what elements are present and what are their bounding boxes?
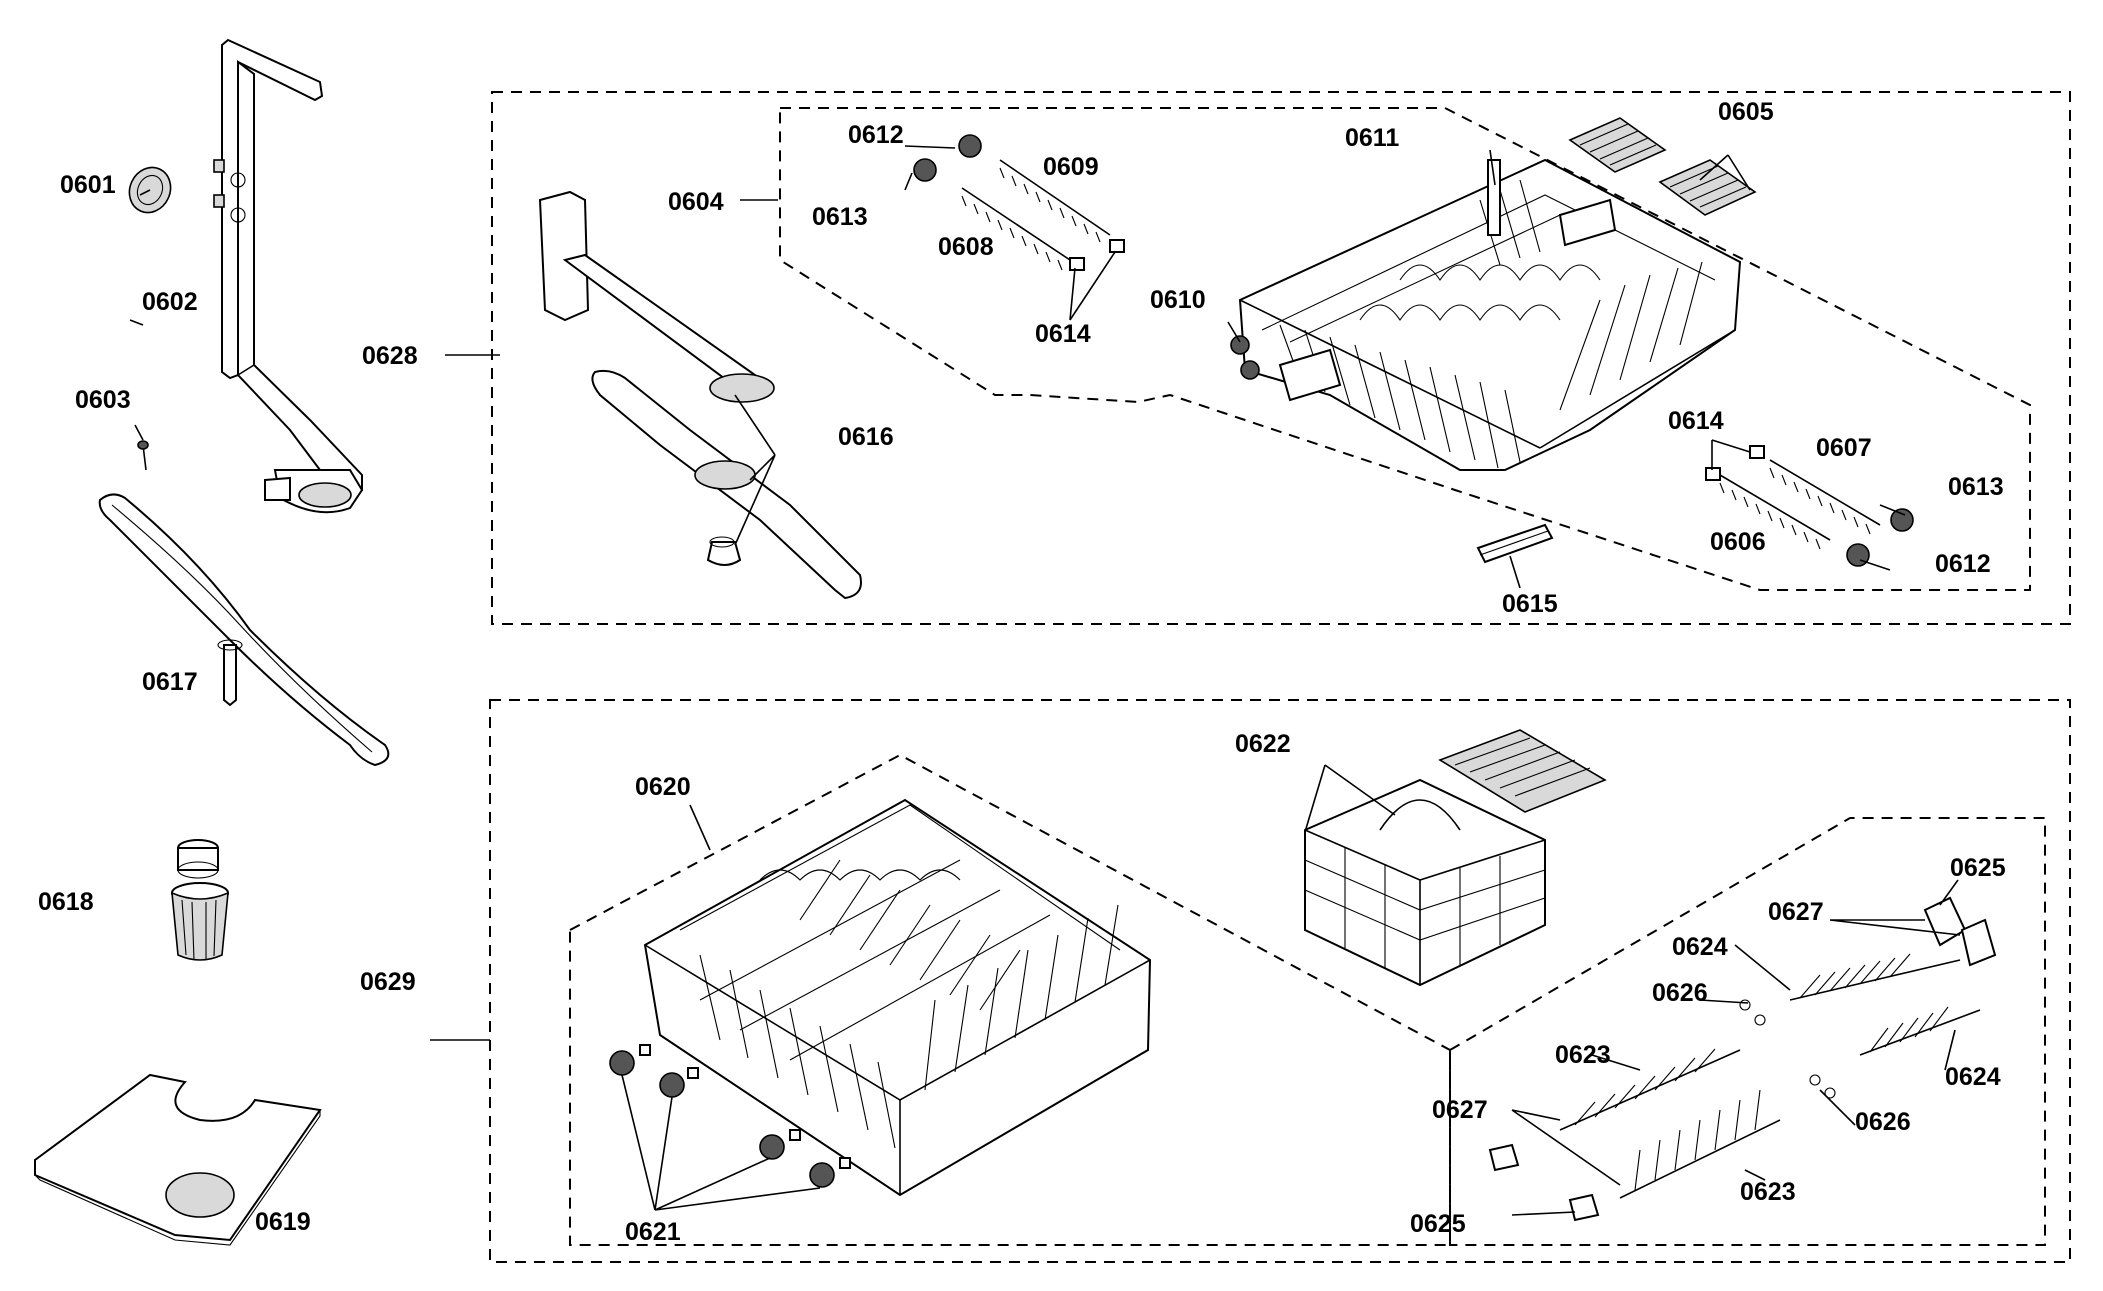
- subgroup-box-cutlery-tines: [1449, 817, 2046, 1246]
- label-0615: 0615: [1502, 590, 1558, 618]
- part-0621-wheels: [609, 1044, 851, 1188]
- leader-lines: [129, 145, 1961, 1216]
- label-0613-upper-right: 0613: [1948, 473, 2004, 501]
- label-0614-upper-left: 0614: [1035, 320, 1091, 348]
- label-0625-right: 0625: [1950, 854, 2006, 882]
- label-0626-lower: 0626: [1855, 1108, 1911, 1136]
- part-roller-0612-0613-right: [1846, 508, 1914, 567]
- label-0627-right: 0627: [1768, 898, 1824, 926]
- label-0618: 0618: [38, 888, 94, 916]
- label-0624-lower: 0624: [1945, 1063, 2001, 1091]
- label-0623-upper: 0623: [1555, 1041, 1611, 1069]
- label-0606: 0606: [1710, 528, 1766, 556]
- label-0614-upper-right: 0614: [1668, 407, 1724, 435]
- part-upper-basket: [1230, 158, 1742, 471]
- label-0611: 0611: [1345, 124, 1399, 152]
- part-labels: 0601 0602 0603 0617 0618 0619 0628 0629 …: [38, 98, 2006, 1246]
- label-0629: 0629: [360, 968, 416, 996]
- label-0626-upper: 0626: [1652, 979, 1708, 1007]
- part-0619-plate: [34, 1073, 322, 1246]
- label-0620: 0620: [635, 773, 691, 801]
- label-0613-upper-left: 0613: [812, 203, 868, 231]
- label-0627-left: 0627: [1432, 1096, 1488, 1124]
- label-0616: 0616: [838, 423, 894, 451]
- label-0607: 0607: [1816, 434, 1872, 462]
- subgroup-box-upper-basket: [779, 107, 2031, 591]
- label-0628: 0628: [362, 342, 418, 370]
- label-0612-upper-right: 0612: [1935, 550, 1991, 578]
- part-upper-spray-arm-supply: [538, 190, 862, 600]
- part-0603-screw: [137, 440, 149, 471]
- label-0608: 0608: [938, 233, 994, 261]
- label-0609: 0609: [1043, 153, 1099, 181]
- label-0623-lower: 0623: [1740, 1178, 1796, 1206]
- part-tine-sets-right: [1488, 896, 1997, 1222]
- label-0621: 0621: [625, 1218, 681, 1246]
- part-0622-cutlery-basket: [1304, 729, 1607, 987]
- part-rails-0608-0609-left: [961, 159, 1125, 271]
- label-0605: 0605: [1718, 98, 1774, 126]
- part-0602-supply-tube: [213, 38, 364, 514]
- group-box-upper-rack: [491, 91, 2071, 625]
- part-0615-handle: [1476, 523, 1554, 564]
- label-0610: 0610: [1150, 286, 1206, 314]
- part-0618-filter: [171, 839, 229, 961]
- part-0617-lower-spray-arm: [98, 493, 390, 767]
- label-0625-left: 0625: [1410, 1210, 1466, 1238]
- label-0619: 0619: [255, 1208, 311, 1236]
- part-rails-0606-0607-right: [1705, 445, 1881, 550]
- label-0604: 0604: [668, 188, 724, 216]
- label-0602: 0602: [142, 288, 198, 316]
- label-0624-upper: 0624: [1672, 933, 1728, 961]
- part-0605-tine-racks: [1568, 117, 1757, 216]
- part-roller-0612-0613-left: [913, 134, 982, 182]
- subgroup-box-lower-basket: [569, 753, 1451, 1246]
- label-0617: 0617: [142, 668, 198, 696]
- label-0601: 0601: [60, 171, 116, 199]
- label-0612-upper-left: 0612: [848, 121, 904, 149]
- label-0603: 0603: [75, 386, 131, 414]
- part-lower-basket: [643, 798, 1152, 1197]
- group-box-lower-rack: [489, 699, 2071, 1263]
- label-0622: 0622: [1235, 730, 1291, 758]
